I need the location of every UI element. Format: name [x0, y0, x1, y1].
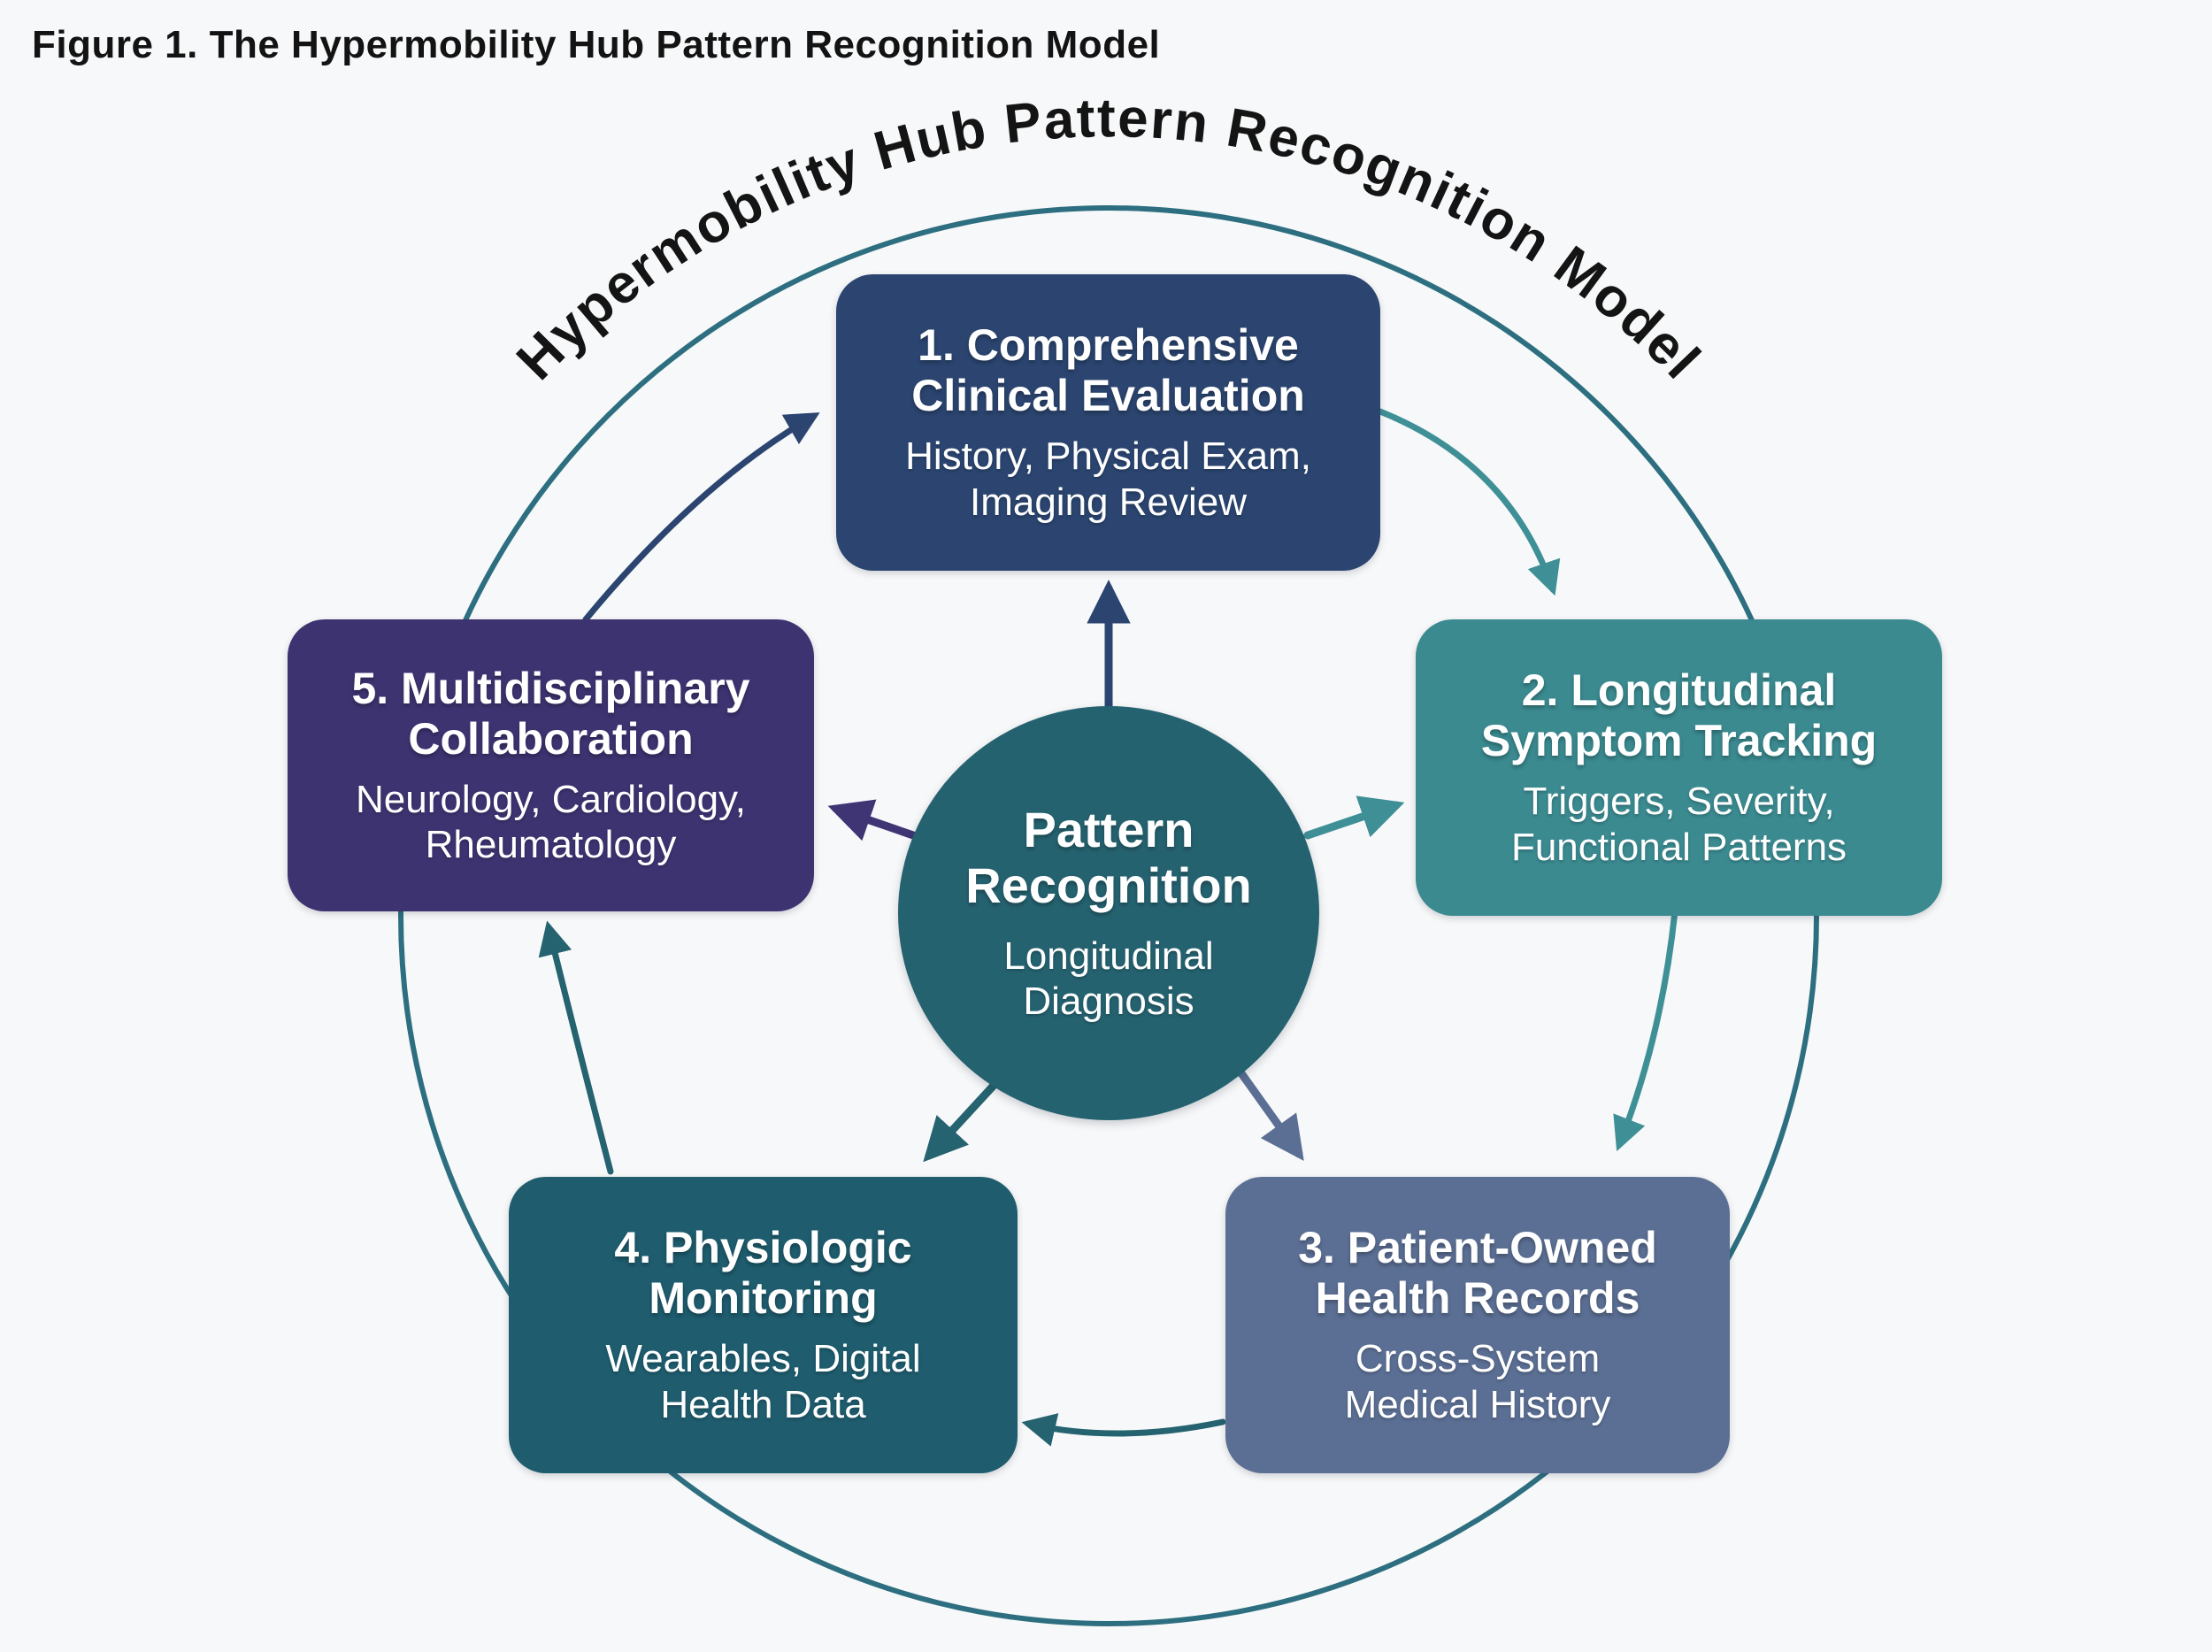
- node-2-subtitle: Triggers, Severity, Functional Patterns: [1510, 780, 1847, 869]
- arrow-node2-to-node3: [1613, 908, 1678, 1152]
- node-5-subtitle: Neurology, Cardiology, Rheumatology: [355, 777, 747, 866]
- cycle-ring: [398, 205, 1819, 1626]
- node-4-title: 4. Physiologic Monitoring: [614, 1223, 912, 1324]
- arrow-hub-to-node5: [827, 799, 920, 841]
- node-3-patient-owned-health-records: 3. Patient-Owned Health Records Cross-Sy…: [1225, 1177, 1730, 1473]
- node-1-comprehensive-clinical-evaluation: 1. Comprehensive Clinical Evaluation His…: [836, 274, 1380, 571]
- node-3-subtitle: Cross-System Medical History: [1344, 1337, 1611, 1426]
- node-2-longitudinal-symptom-tracking: 2. Longitudinal Symptom Tracking Trigger…: [1416, 619, 1942, 916]
- arrow-node5-to-node1: [582, 412, 820, 623]
- node-5-multidisciplinary-collaboration: 5. Multidisciplinary Collaboration Neuro…: [288, 619, 814, 911]
- arrow-node3-to-node4: [1021, 1413, 1226, 1447]
- hub-pattern-recognition: Pattern Recognition Longitudinal Diagnos…: [898, 706, 1319, 1120]
- node-2-title: 2. Longitudinal Symptom Tracking: [1480, 665, 1878, 766]
- node-4-subtitle: Wearables, Digital Health Data: [605, 1337, 921, 1426]
- hub-subtitle: Longitudinal Diagnosis: [1003, 934, 1214, 1023]
- arrow-node1-to-node2: [1370, 405, 1561, 596]
- node-1-subtitle: History, Physical Exam, Imaging Review: [905, 434, 1311, 524]
- hub-title: Pattern Recognition: [965, 802, 1252, 913]
- arrow-hub-to-node2: [1303, 795, 1405, 840]
- arrow-node4-to-node5: [538, 920, 614, 1175]
- node-5-title: 5. Multidisciplinary Collaboration: [351, 663, 750, 764]
- arrow-hub-to-node3: [1233, 1063, 1304, 1162]
- node-1-title: 1. Comprehensive Clinical Evaluation: [911, 320, 1305, 421]
- figure-title: Figure 1. The Hypermobility Hub Pattern …: [32, 23, 1161, 66]
- node-4-physiologic-monitoring: 4. Physiologic Monitoring Wearables, Dig…: [509, 1177, 1018, 1473]
- node-3-title: 3. Patient-Owned Health Records: [1298, 1223, 1657, 1324]
